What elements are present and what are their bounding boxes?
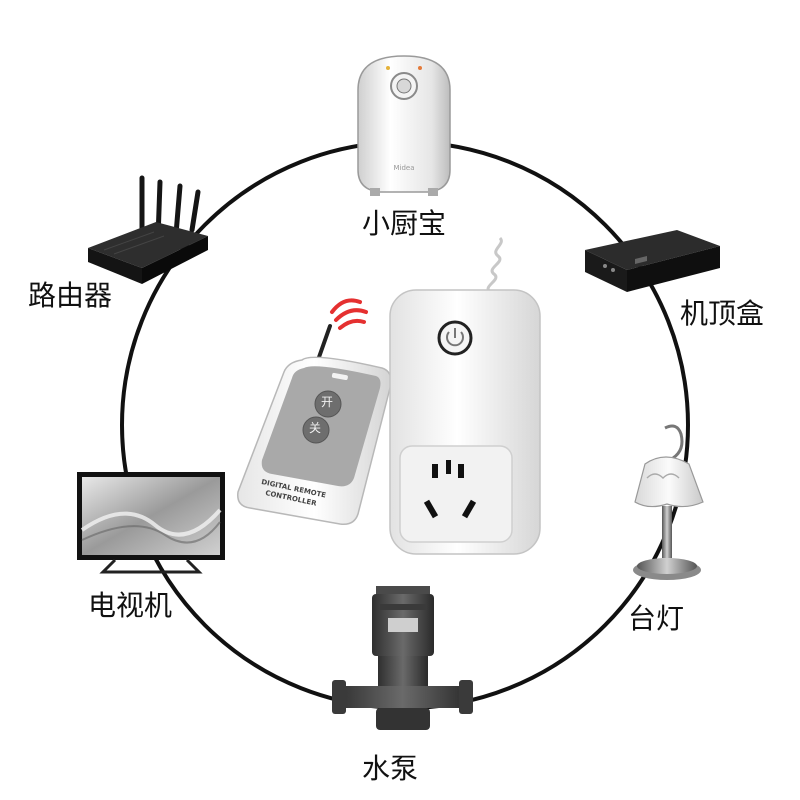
router-label: 路由器 — [28, 279, 113, 312]
set-top-box-label: 机顶盒 — [680, 297, 765, 330]
remote-off-button[interactable]: 关 — [309, 421, 322, 435]
router-image — [88, 175, 208, 284]
remote-control-image — [237, 298, 392, 526]
water-pump-image — [332, 586, 473, 730]
remote-on-button[interactable]: 开 — [321, 395, 334, 409]
desk-lamp-label: 台灯 — [628, 602, 685, 635]
remote-socket-image — [389, 236, 541, 555]
svg-text:Midea: Midea — [393, 164, 414, 172]
signal-icon — [330, 298, 362, 314]
television-label: 电视机 — [88, 589, 173, 622]
desk-lamp-image — [633, 424, 704, 580]
water-pump-label: 水泵 — [362, 752, 419, 785]
water-heater-label: 小厨宝 — [362, 207, 447, 240]
set-top-box-image — [585, 230, 720, 292]
water-heater-image: Midea — [357, 55, 451, 196]
television-image — [77, 472, 225, 574]
